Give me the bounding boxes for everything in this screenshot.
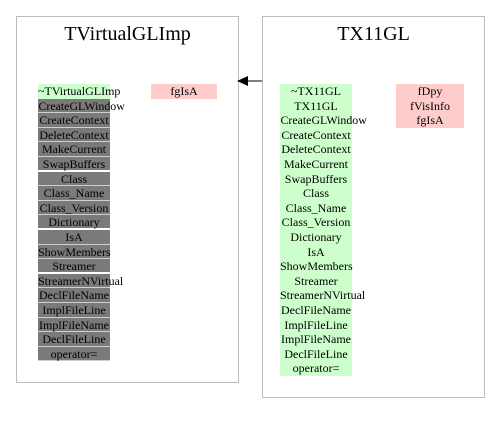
field-item[interactable]: fVisInfo xyxy=(396,98,464,114)
method-item[interactable]: CreateGLWindow xyxy=(38,98,125,114)
method-item[interactable]: Streamer xyxy=(38,259,110,274)
method-item[interactable]: SwapBuffers xyxy=(38,156,110,172)
field-item[interactable]: fgIsA xyxy=(396,113,464,128)
field-item[interactable]: fgIsA xyxy=(151,84,217,99)
method-item[interactable]: ImplFileName xyxy=(280,332,352,347)
method-item[interactable]: Dictionary xyxy=(38,215,110,230)
method-item[interactable]: operator= xyxy=(280,361,352,376)
class-title: TVirtualGLImp xyxy=(64,23,191,45)
method-item[interactable]: IsA xyxy=(38,229,110,245)
method-list: ~TVirtualGLImp CreateGLWindow CreateCont… xyxy=(38,84,125,362)
method-item[interactable]: SwapBuffers xyxy=(280,171,352,187)
method-item[interactable]: ImplFileLine xyxy=(38,302,110,318)
method-item[interactable]: Class_Name xyxy=(38,186,110,201)
method-item[interactable]: Class xyxy=(280,186,352,201)
method-list: ~TX11GL TX11GL CreateGLWindow CreateCont… xyxy=(280,84,367,376)
method-item[interactable]: Class_Version xyxy=(38,200,110,216)
method-item[interactable]: Streamer xyxy=(280,273,352,289)
class-title: TX11GL xyxy=(337,23,410,45)
field-item[interactable]: fDpy xyxy=(396,84,464,99)
method-item[interactable]: CreateContext xyxy=(280,127,352,143)
method-item[interactable]: Class_Version xyxy=(280,215,352,230)
method-item[interactable]: ~TX11GL xyxy=(280,84,352,99)
method-item[interactable]: DeclFileName xyxy=(38,288,110,303)
method-item[interactable]: ImplFileName xyxy=(38,317,110,333)
method-item[interactable]: ShowMembers xyxy=(280,259,353,274)
method-item[interactable]: MakeCurrent xyxy=(280,156,352,172)
class-box-tvirtualglimp: TVirtualGLImp ~TVirtualGLImp CreateGLWin… xyxy=(16,16,239,383)
method-item[interactable]: Class_Name xyxy=(280,200,352,216)
method-item[interactable]: Class xyxy=(38,171,110,187)
class-box-tx11gl: TX11GL ~TX11GL TX11GL CreateGLWindow Cre… xyxy=(262,16,485,398)
method-item[interactable]: operator= xyxy=(38,346,110,362)
method-item[interactable]: DeclFileLine xyxy=(38,332,110,347)
method-item[interactable]: DeclFileLine xyxy=(280,346,352,362)
method-item[interactable]: DeclFileName xyxy=(280,302,352,318)
method-item[interactable]: TX11GL xyxy=(280,98,352,114)
method-item[interactable]: StreamerNVirtual xyxy=(38,273,124,289)
method-item[interactable]: IsA xyxy=(280,244,352,260)
method-item[interactable]: ImplFileLine xyxy=(280,317,352,333)
method-item[interactable]: CreateGLWindow xyxy=(280,113,367,128)
method-item[interactable]: DeleteContext xyxy=(280,142,352,157)
method-item[interactable]: ~TVirtualGLImp xyxy=(38,84,121,99)
method-item[interactable]: CreateContext xyxy=(38,113,110,128)
method-item[interactable]: DeleteContext xyxy=(38,127,110,143)
method-item[interactable]: StreamerNVirtual xyxy=(280,288,366,303)
method-item[interactable]: ShowMembers xyxy=(38,244,111,260)
field-list: fgIsA xyxy=(151,84,217,99)
arrow-head-icon xyxy=(237,76,248,86)
inheritance-arrow xyxy=(237,76,264,86)
method-item[interactable]: MakeCurrent xyxy=(38,142,110,157)
field-list: fDpy fVisInfo fgIsA xyxy=(396,84,464,128)
method-item[interactable]: Dictionary xyxy=(280,229,352,245)
